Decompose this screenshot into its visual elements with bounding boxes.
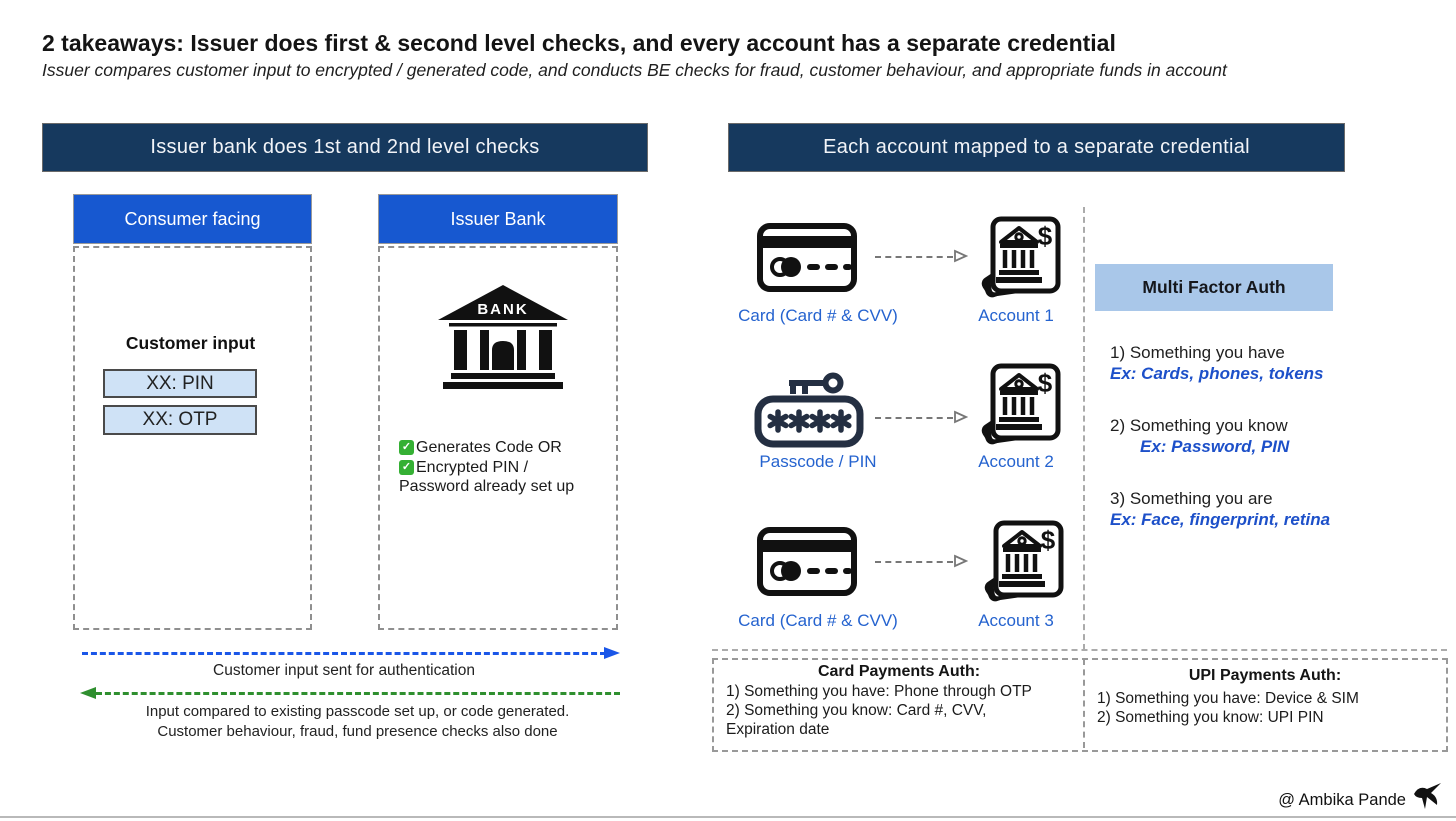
mfa-item-label: 1) Something you have [1110,343,1285,362]
left-section-header-label: Issuer bank does 1st and 2nd level check… [150,136,540,158]
vertical-divider [1083,207,1085,650]
dollar-symbol: $ [1038,368,1053,398]
card-auth-title: Card Payments Auth: [817,663,981,680]
credential-label: Passcode / PIN [759,452,877,471]
checklist-item: ✓ Generates Code OR [399,438,611,458]
card-auth-line: Expiration date [726,721,830,738]
account-label: Account 3 [978,611,1054,630]
mfa-item-label: 3) Something you are [1110,489,1273,508]
payments-auth-divider [1083,659,1085,748]
issuer-bank-label: Issuer Bank [450,208,546,229]
upi-auth-line: 1) Something you have: Device & SIM [1097,690,1359,707]
pin-input-field[interactable]: XX: PIN [103,369,257,398]
checklist-item-label: Generates Code OR [416,439,562,456]
consumer-facing-header: Consumer facing [73,194,312,244]
checklist-item-label: Encrypted PIN / [416,458,529,476]
auth-response-line1: Input compared to existing passcode set … [145,703,570,720]
mapping-connector [875,256,953,258]
connector-arrowhead-icon [954,554,968,568]
green-check-icon: ✓ [399,459,414,475]
credential-label: Card (Card # & CVV) [738,611,898,630]
mfa-item-example: Ex: Face, fingerprint, retina [1110,510,1331,529]
auth-response-arrowhead-icon [80,687,96,699]
page-subtitle: Issuer compares customer input to encryp… [42,60,1227,80]
credential-label: Card (Card # & CVV) [738,306,898,325]
issuer-bank-container [378,246,618,630]
upi-auth-line: 2) Something you know: UPI PIN [1097,709,1324,726]
left-section-header: Issuer bank does 1st and 2nd level check… [42,123,648,172]
auth-request-arrow-label: Customer input sent for authentication [213,662,475,679]
customer-input-title: Customer input [125,333,256,353]
credit-card-icon [757,527,857,596]
card-auth-line: 2) Something you know: Card #, CVV, [726,702,987,719]
dollar-symbol: $ [1038,221,1053,251]
connector-arrowhead-icon [954,249,968,263]
page-title: 2 takeaways: Issuer does first & second … [42,30,1116,56]
green-check-icon: ✓ [399,440,414,456]
auth-response-arrow-label: Input compared to existing passcode set … [95,702,620,741]
credit-card-icon [757,223,857,292]
right-section-header: Each account mapped to a separate creden… [728,123,1345,172]
passcode-key-icon [754,372,864,448]
mfa-header-label: Multi Factor Auth [1142,277,1286,297]
issuer-checklist: ✓ Generates Code OR ✓ Encrypted PIN / Pa… [399,438,611,497]
mfa-item-example: Ex: Cards, phones, tokens [1110,364,1324,383]
author-credit: @ Ambika Pande [1278,791,1406,809]
consumer-facing-container [73,246,312,630]
bank-account-dollar-icon: $ [984,520,1064,602]
auth-response-arrow [96,692,620,695]
connector-arrowhead-icon [954,410,968,424]
payments-auth-container [712,658,1448,752]
otp-input-field[interactable]: XX: OTP [103,405,257,435]
mfa-item-example: Ex: Password, PIN [1140,437,1290,456]
mfa-item-label: 2) Something you know [1110,416,1288,435]
mapping-connector [875,561,953,563]
page-bottom-rule [0,816,1456,818]
consumer-facing-label: Consumer facing [124,208,261,229]
mapping-connector [875,417,953,419]
upi-auth-title: UPI Payments Auth: [1188,667,1342,684]
horizontal-divider [712,649,1447,651]
account-label: Account 1 [978,306,1054,325]
auth-response-line2: Customer behaviour, fraud, fund presence… [157,722,558,740]
right-section-header-label: Each account mapped to a separate creden… [823,136,1250,158]
bank-building-icon: BANK [438,285,568,389]
bank-account-dollar-icon: $ [981,363,1061,445]
checklist-item-label: Password already set up [399,478,575,495]
bank-sign-text: BANK [477,301,528,318]
bank-account-dollar-icon: $ [981,216,1061,298]
account-label: Account 2 [978,452,1054,471]
checklist-item: ✓ Encrypted PIN / [399,458,611,478]
auth-request-arrow [82,652,606,655]
mfa-header: Multi Factor Auth [1095,264,1333,311]
bird-icon [1414,783,1441,809]
card-auth-line: 1) Something you have: Phone through OTP [726,683,1032,700]
issuer-bank-header: Issuer Bank [378,194,618,244]
auth-request-arrowhead-icon [604,647,620,659]
dollar-symbol: $ [1041,525,1056,555]
